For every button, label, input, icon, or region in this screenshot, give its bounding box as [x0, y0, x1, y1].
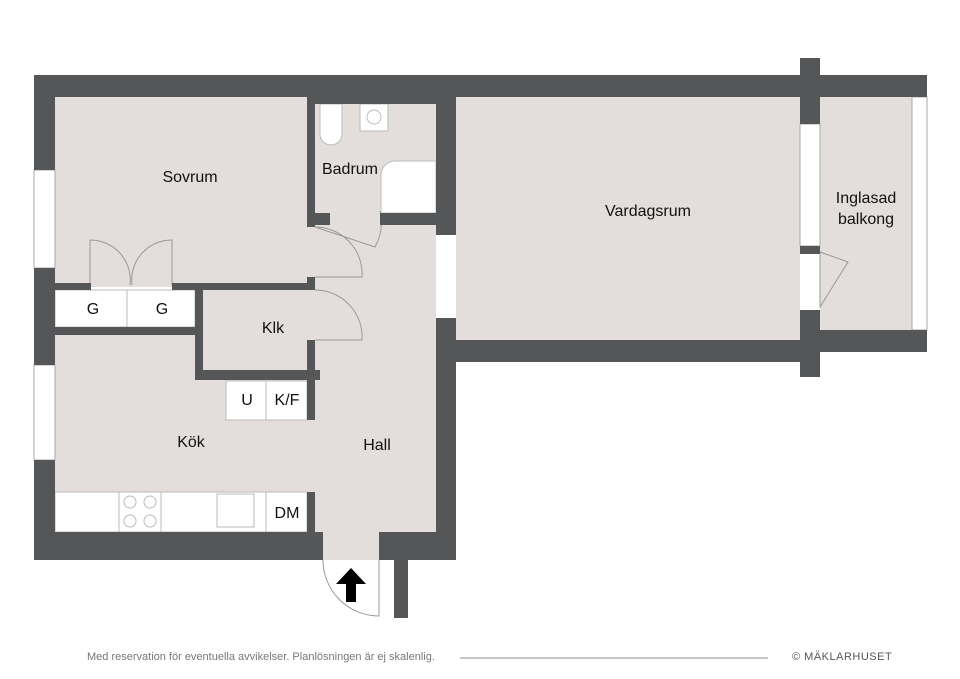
wardrobe-label-1: G — [87, 301, 99, 318]
room-label-badrum: Badrum — [322, 161, 378, 178]
door-swings — [89, 210, 849, 617]
room-label-klk: Klk — [262, 320, 285, 337]
toilet — [319, 103, 343, 146]
room-label-vardagsrum: Vardagsrum — [605, 203, 691, 220]
room-label-sovrum: Sovrum — [162, 169, 217, 186]
fixtures-white — [54, 103, 437, 533]
room-label-kok: Kök — [177, 434, 206, 451]
room-label-balkong-1: Inglasad — [836, 190, 897, 207]
sink — [216, 493, 255, 528]
walls — [34, 58, 927, 618]
room-label-balkong-2: balkong — [838, 211, 894, 228]
freezer — [225, 380, 267, 421]
footer-brand: © MÄKLARHUSET — [792, 651, 893, 663]
freezer-label: U — [241, 392, 253, 409]
windows — [33, 96, 928, 461]
entrance-arrow-icon — [336, 568, 366, 602]
dishwasher-label: DM — [275, 505, 300, 522]
fridge-freezer-label: K/F — [275, 392, 300, 409]
footer-disclaimer: Med reservation för eventuella avvikelse… — [87, 651, 435, 663]
room-label-hall: Hall — [363, 437, 391, 454]
fridge-freezer — [265, 380, 308, 421]
shower — [380, 160, 437, 214]
wardrobe-label-2: G — [156, 301, 168, 318]
